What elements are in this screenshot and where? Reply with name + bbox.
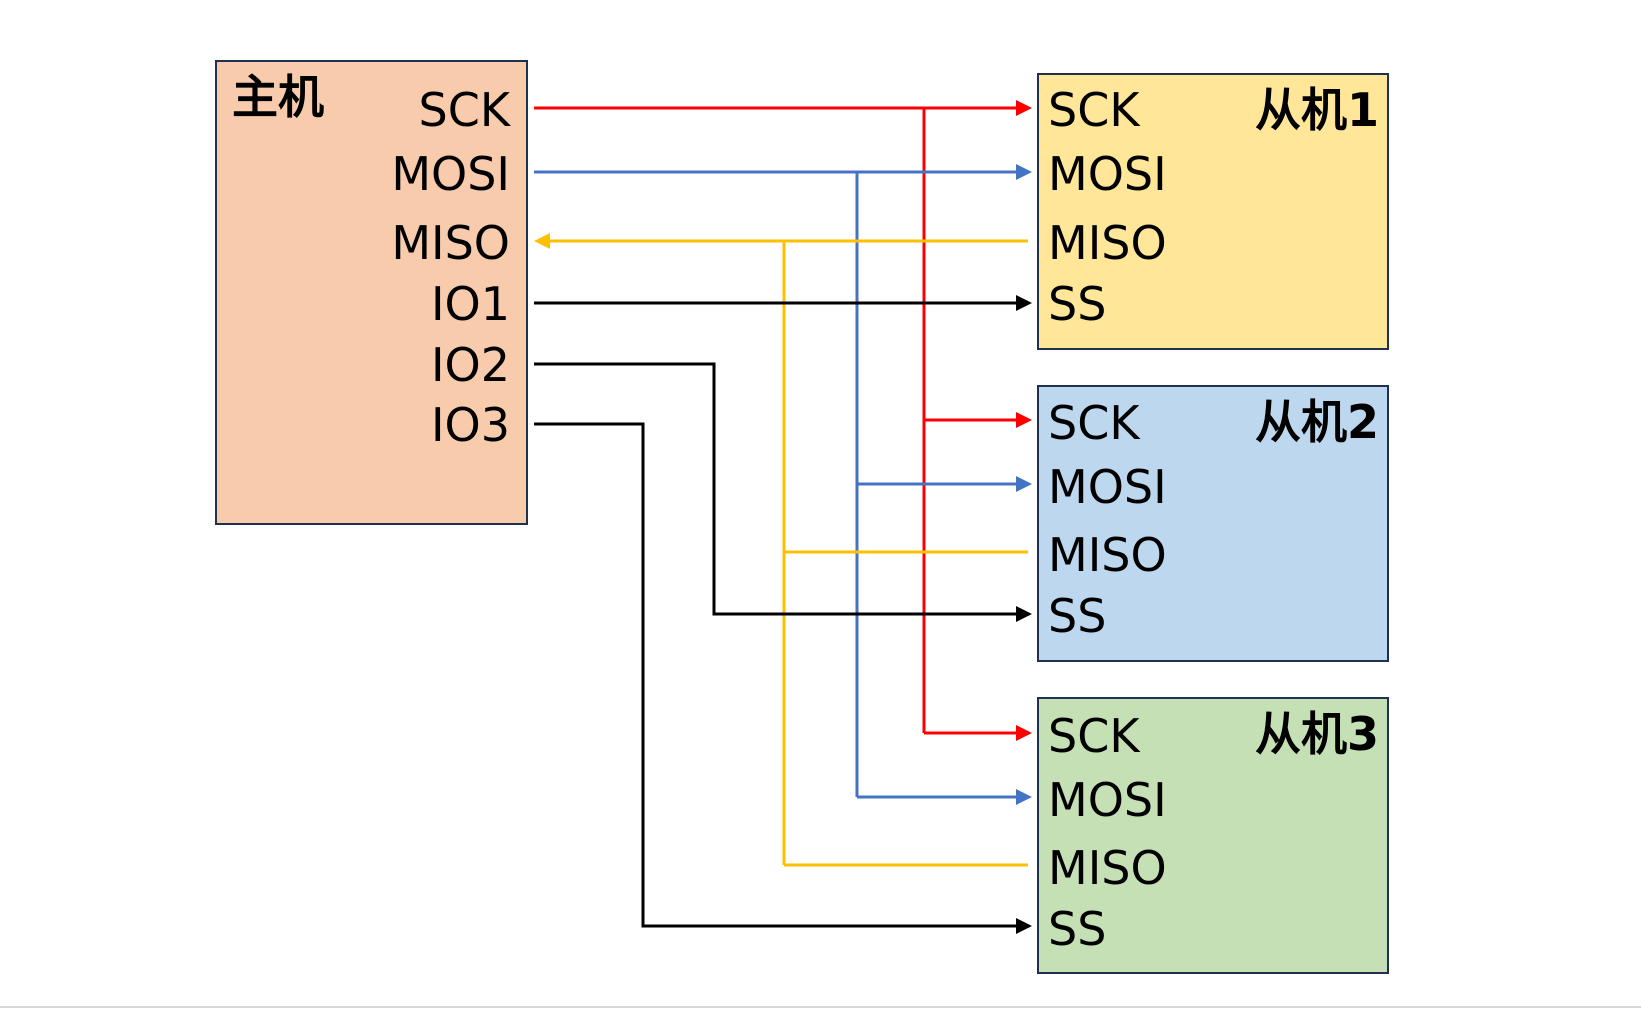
miso-arrow-master <box>534 233 550 249</box>
mosi-arrow-slave-2 <box>1016 476 1032 492</box>
slave-3-box <box>1037 697 1389 974</box>
master-pin-mosi: MOSI <box>391 147 510 201</box>
master-pin-sck: SCK <box>418 83 510 137</box>
slave-2-pin-ss: SS <box>1048 589 1107 643</box>
io2-to-slave-2-ss <box>534 362 1018 616</box>
ss-arrow-slave-3 <box>1016 918 1032 934</box>
slave-1-box <box>1037 73 1389 350</box>
master-pin-miso: MISO <box>391 216 510 270</box>
slave-1-pin-sck: SCK <box>1048 83 1140 137</box>
slave-1-pin-mosi: MOSI <box>1048 147 1167 201</box>
slave-1-pin-miso: MISO <box>1048 216 1167 270</box>
io3-to-slave-3-ss <box>534 422 1018 928</box>
slave-2-pin-sck: SCK <box>1048 396 1140 450</box>
master-pin-io1: IO1 <box>430 277 510 331</box>
mosi-arrow-slave-3 <box>1016 789 1032 805</box>
sck-arrow-slave-1 <box>1016 100 1032 116</box>
slave-2-box <box>1037 385 1389 662</box>
slave-3-title: 从机3 <box>1254 707 1379 761</box>
mosi-arrow-slave-1 <box>1016 164 1032 180</box>
slave-1-pin-ss: SS <box>1048 277 1107 331</box>
slave-2-title: 从机2 <box>1254 395 1379 449</box>
slave-1-title: 从机1 <box>1254 83 1379 137</box>
master-title: 主机 <box>232 70 324 124</box>
ss-arrow-slave-2 <box>1016 606 1032 622</box>
slave-3-pin-mosi: MOSI <box>1048 773 1167 827</box>
slave-3-pin-ss: SS <box>1048 902 1107 956</box>
slave-3-pin-miso: MISO <box>1048 841 1167 895</box>
ss-arrow-slave-1 <box>1016 295 1032 311</box>
master-pin-io3: IO3 <box>430 398 510 452</box>
slave-2-pin-miso: MISO <box>1048 528 1167 582</box>
bottom-divider <box>0 1006 1641 1008</box>
master-pin-io2: IO2 <box>430 338 510 392</box>
master-box <box>215 60 528 525</box>
slave-3-pin-sck: SCK <box>1048 709 1140 763</box>
sck-arrow-slave-2 <box>1016 412 1032 428</box>
slave-2-pin-mosi: MOSI <box>1048 460 1167 514</box>
sck-arrow-slave-3 <box>1016 725 1032 741</box>
